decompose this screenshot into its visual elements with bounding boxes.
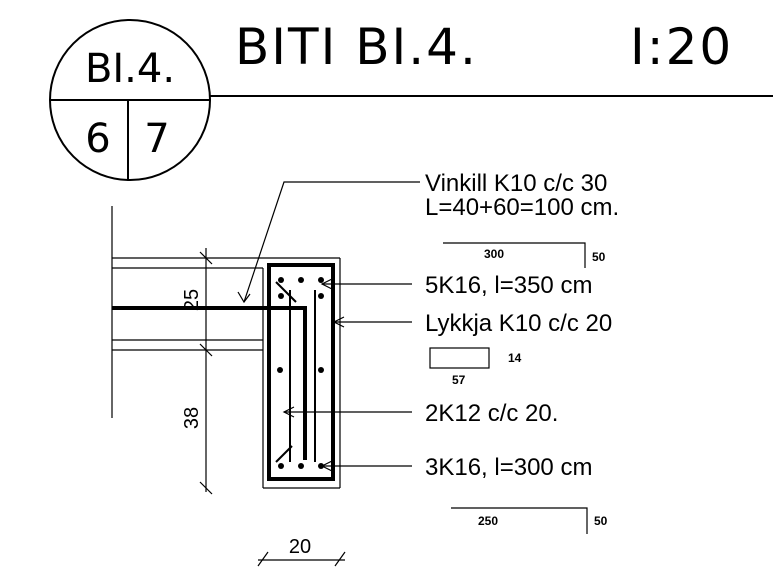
rebar-dot — [318, 367, 324, 373]
leader-vinkill — [243, 181, 420, 303]
label-vinkill-1: Vinkill K10 c/c 30 — [425, 170, 607, 197]
rebar-dot — [318, 293, 324, 299]
dimension-horizontal: 20 — [257, 536, 346, 567]
rebar-dot — [277, 367, 283, 373]
rebar-dot — [278, 293, 284, 299]
arrow-lykkja — [332, 316, 345, 328]
sheet-id: BI.4. — [85, 46, 175, 92]
dim-tick-mid — [199, 343, 213, 357]
dim-beam-width: 20 — [289, 536, 311, 558]
sheet-right-number: 7 — [144, 116, 169, 162]
concrete-outline — [111, 206, 341, 489]
label-2k12: 2K12 c/c 20. — [425, 400, 558, 427]
bar-top-length: 300 — [484, 247, 504, 261]
bar-top-hook: 50 — [592, 250, 606, 264]
rebar-dot — [278, 463, 284, 469]
angle-bar-vinkill — [112, 306, 307, 460]
bar-bottom-length: 250 — [478, 514, 498, 528]
label-lykkja: Lykkja K10 c/c 20 — [425, 310, 612, 337]
rebar-dot — [278, 277, 284, 283]
sheet-reference-bubble: BI.4. 6 7 — [49, 19, 211, 181]
bar-bottom-hook: 50 — [594, 514, 608, 528]
arrow-3k16 — [320, 460, 333, 472]
bar-shape-stirrup: 14 57 — [429, 347, 522, 387]
rebar-dot — [298, 463, 304, 469]
stirrup-hook-top — [275, 281, 297, 303]
stirrup-outer — [267, 263, 335, 481]
reinforcement — [112, 263, 335, 481]
dim-tick-left — [257, 551, 269, 567]
bar-shape-bottom-line — [451, 507, 588, 534]
dim-beam-drop: 38 — [181, 407, 203, 429]
stirrup-width: 57 — [452, 373, 466, 387]
dimension-vertical: 25 38 — [181, 248, 213, 495]
label-5k16: 5K16, l=350 cm — [425, 272, 592, 299]
bar-shape-top-line — [443, 242, 586, 268]
arrow-vinkill — [237, 291, 251, 304]
bar-shape-top: 300 50 — [443, 242, 606, 268]
leader-lines — [237, 181, 420, 472]
dim-slab-thickness: 25 — [181, 289, 203, 311]
stirrup-shape-rect — [429, 347, 490, 369]
stirrup-hook-bottom — [275, 445, 293, 463]
label-3k16: 3K16, l=300 cm — [425, 454, 592, 481]
arrow-2k12 — [282, 406, 295, 418]
bar-shape-bottom: 250 50 — [451, 507, 608, 534]
rebar-dot — [298, 277, 304, 283]
sheet-left-number: 6 — [85, 116, 110, 162]
dim-tick-right — [334, 551, 346, 567]
drawing-title: BITI BI.4. — [235, 18, 478, 76]
stirrup-height: 14 — [508, 351, 522, 365]
arrow-5k16 — [320, 278, 333, 290]
dim-tick-bottom — [199, 481, 213, 495]
rebar-dot — [318, 277, 324, 283]
dim-tick-top — [199, 251, 213, 265]
label-vinkill-2: L=40+60=100 cm. — [425, 194, 619, 221]
drawing-scale: I:20 — [630, 18, 733, 76]
